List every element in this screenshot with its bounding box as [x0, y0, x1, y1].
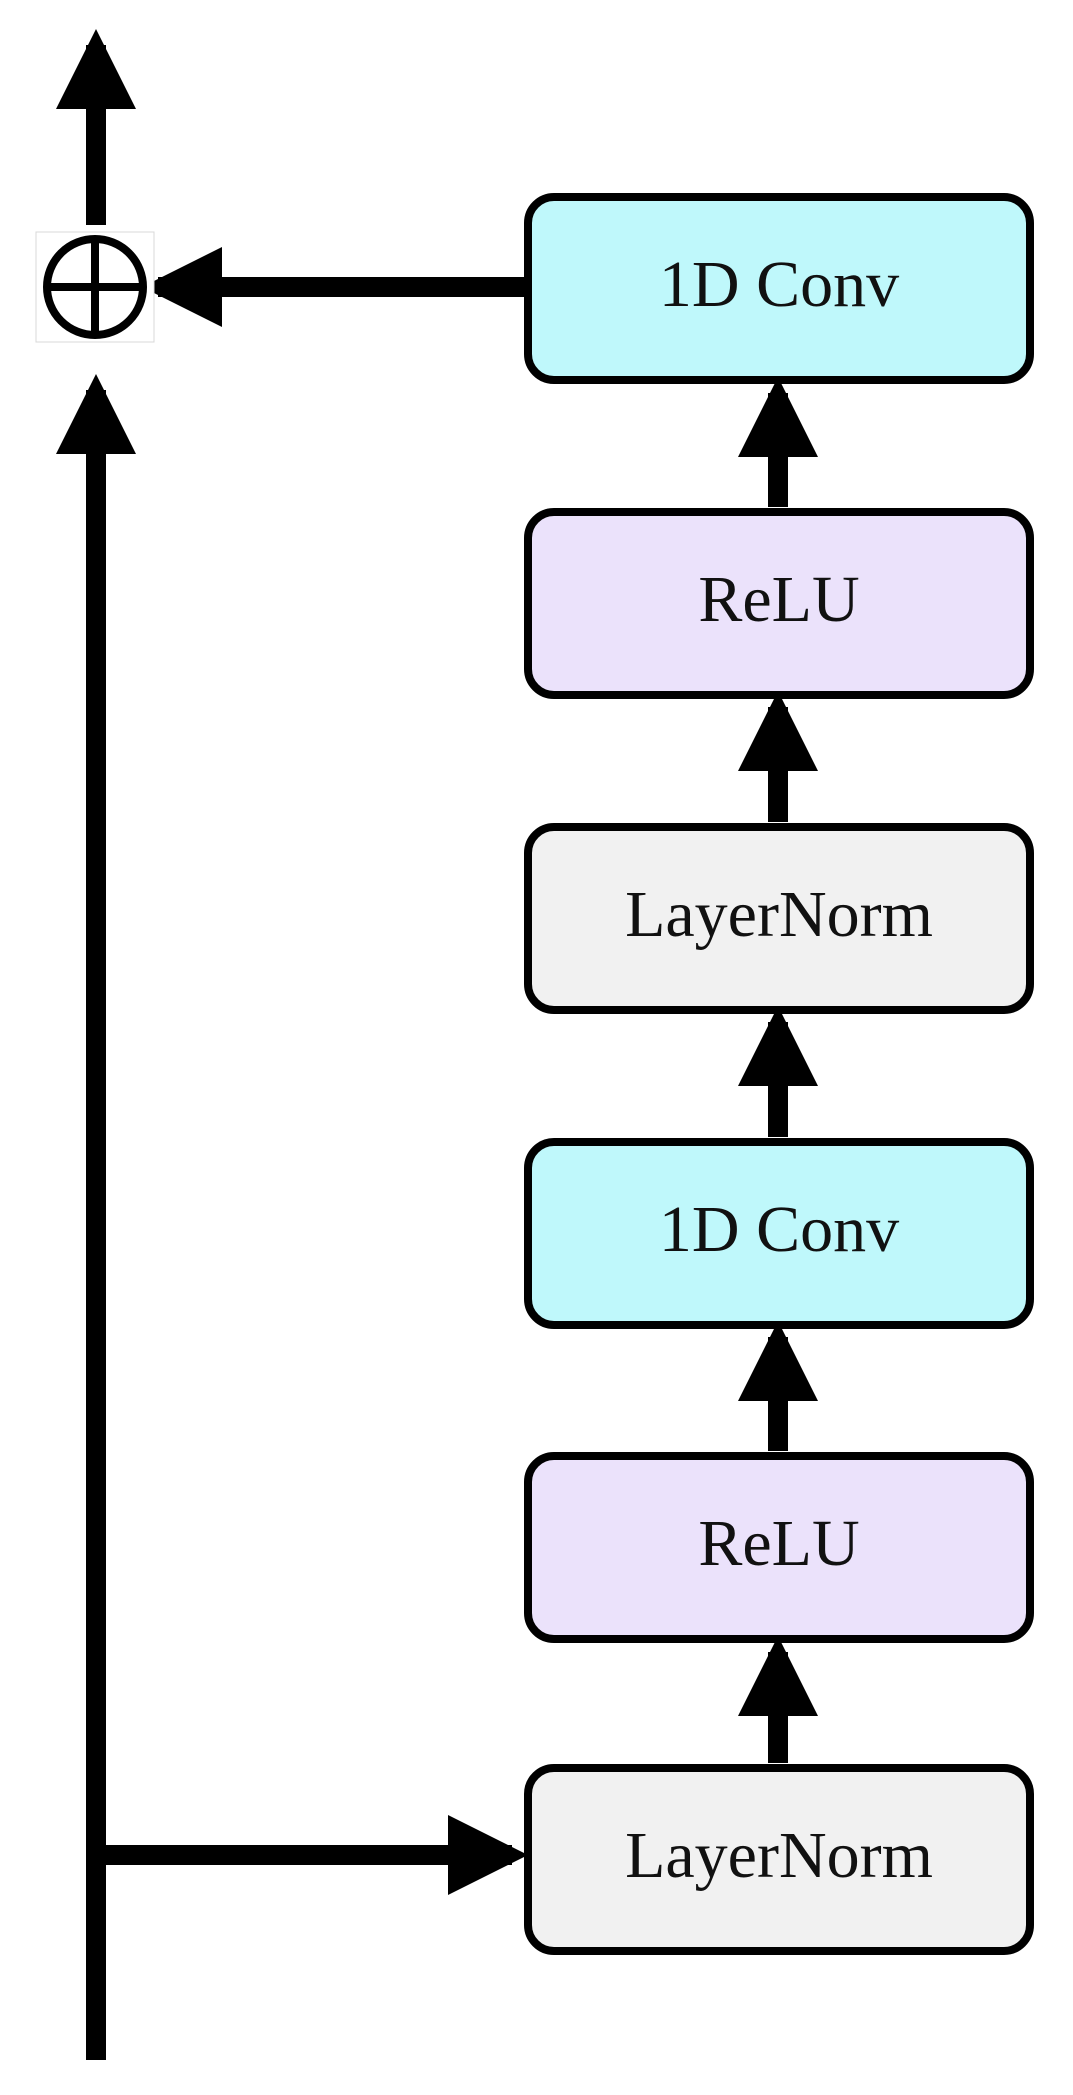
- block-label: LayerNorm: [625, 878, 933, 951]
- block-norm-top: LayerNorm: [524, 823, 1034, 1014]
- block-box: [524, 508, 1034, 699]
- block-label: 1D Conv: [659, 248, 899, 321]
- block-box: [524, 193, 1034, 384]
- block-box: [524, 1452, 1034, 1643]
- block-relu-bottom: ReLU: [524, 1452, 1034, 1643]
- block-box: [524, 823, 1034, 1014]
- block-label: ReLU: [698, 563, 859, 636]
- add-node: [35, 231, 155, 343]
- block-box: [524, 1138, 1034, 1329]
- block-conv-bottom: 1D Conv: [524, 1138, 1034, 1329]
- block-conv-top: 1D Conv: [524, 193, 1034, 384]
- block-norm-bottom: LayerNorm: [524, 1764, 1034, 1955]
- block-box: [524, 1764, 1034, 1955]
- block-relu-top: ReLU: [524, 508, 1034, 699]
- block-label: ReLU: [698, 1507, 859, 1580]
- block-label: LayerNorm: [625, 1819, 933, 1892]
- block-label: 1D Conv: [659, 1193, 899, 1266]
